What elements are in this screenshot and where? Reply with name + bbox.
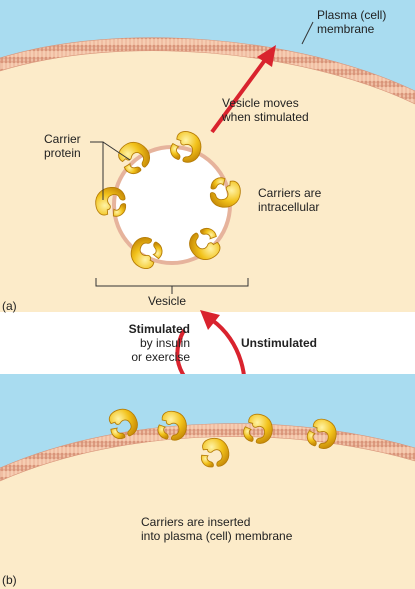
panel-a-letter: (a) bbox=[2, 299, 17, 313]
panel-a bbox=[0, 0, 415, 312]
panel-b-letter: (b) bbox=[2, 573, 17, 587]
carrier-protein-label: Carrier protein bbox=[44, 132, 81, 160]
unstimulated-label: Unstimulated bbox=[241, 336, 318, 350]
vesicle-moves-label: Vesicle moves when stimulated bbox=[222, 96, 309, 124]
membrane-label: Plasma (cell) membrane bbox=[317, 8, 387, 36]
extracellular-region-a bbox=[0, 0, 415, 95]
plasma-membrane-a bbox=[0, 37, 415, 105]
panel-b bbox=[0, 374, 415, 589]
vesicle-label: Vesicle bbox=[148, 294, 187, 308]
membrane-leader-line bbox=[301, 21, 314, 45]
carriers-intracellular-label: Carriers are intracellular bbox=[258, 186, 322, 214]
extracellular-region-b bbox=[0, 374, 415, 472]
stimulated-label: Stimulated by insulin or exercise bbox=[128, 322, 190, 364]
arrow-head-up bbox=[257, 45, 276, 67]
vesicle-movement-arrow bbox=[210, 58, 267, 134]
carriers-inserted-label: Carriers are inserted into plasma (cell)… bbox=[141, 515, 293, 543]
